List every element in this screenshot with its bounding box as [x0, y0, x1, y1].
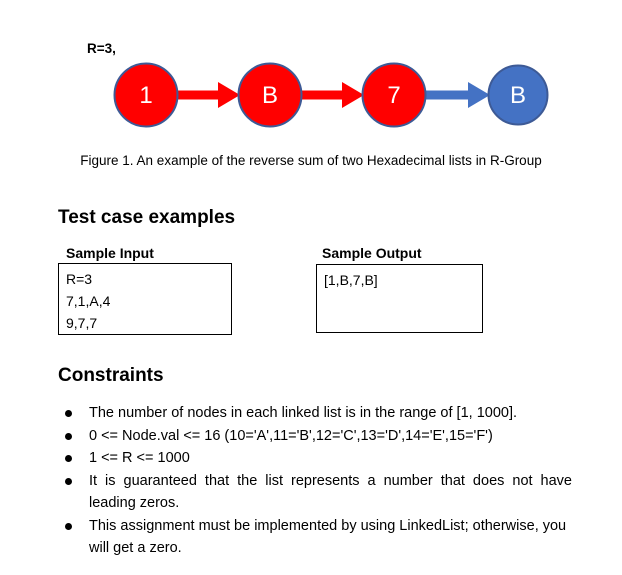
list-node-3-label: 7 [387, 82, 400, 109]
test-case-examples-heading: Test case examples [58, 207, 236, 228]
constraint-item: It is guaranteed that the list represent… [58, 470, 572, 515]
sample-input-line: R=3 [66, 271, 93, 287]
constraint-text: 0 <= Node.val <= 16 (10='A',11='B',12='C… [89, 427, 493, 444]
list-node-2-circle [237, 62, 303, 128]
constraint-item: The number of nodes in each linked list … [58, 402, 572, 425]
list-node-2-label: B [262, 82, 278, 109]
arrow-node2-to-node3 [301, 82, 364, 108]
constraint-text: This assignment must be implemented by u… [89, 517, 567, 557]
list-node-4-label: B [510, 82, 526, 109]
list-node-1-label: 1 [139, 82, 152, 109]
list-node-4-circle [487, 64, 549, 126]
sample-input-label: Sample Input [66, 245, 154, 261]
list-node-3-circle [361, 62, 427, 128]
bullet-icon [65, 432, 72, 440]
constraints-list: The number of nodes in each linked list … [58, 402, 572, 560]
constraint-item: 0 <= Node.val <= 16 (10='A',11='B',12='C… [58, 425, 572, 448]
sample-output-line: [1,B,7,B] [324, 272, 378, 288]
sample-output-label: Sample Output [322, 245, 422, 261]
arrow-node3-to-node4 [425, 82, 490, 108]
figure-r-label: R=3, [87, 41, 116, 56]
constraint-text: The number of nodes in each linked list … [89, 405, 518, 421]
sample-input-box: R=3 7,1,A,4 9,7,7 [58, 263, 232, 335]
sample-output-box: [1,B,7,B] [316, 264, 483, 333]
constraints-heading: Constraints [58, 365, 164, 386]
constraint-item: 1 <= R <= 1000 [58, 447, 572, 470]
constraint-text: 1 <= R <= 1000 [89, 450, 190, 466]
bullet-icon [65, 455, 72, 462]
sample-input-line: 7,1,A,4 [66, 293, 111, 309]
arrow-node1-to-node2 [177, 82, 240, 108]
linked-list-diagram: 1 B 7 B [113, 62, 549, 128]
bullet-icon [65, 522, 72, 530]
bullet-icon [65, 410, 72, 417]
figure-caption: Figure 1. An example of the reverse sum … [80, 153, 542, 168]
constraint-item: This assignment must be implemented by u… [58, 515, 572, 560]
sample-input-line: 9,7,7 [66, 315, 98, 331]
constraint-text: It is guaranteed that the list represent… [89, 472, 572, 512]
list-node-1-circle [113, 62, 179, 128]
bullet-icon [65, 477, 72, 485]
